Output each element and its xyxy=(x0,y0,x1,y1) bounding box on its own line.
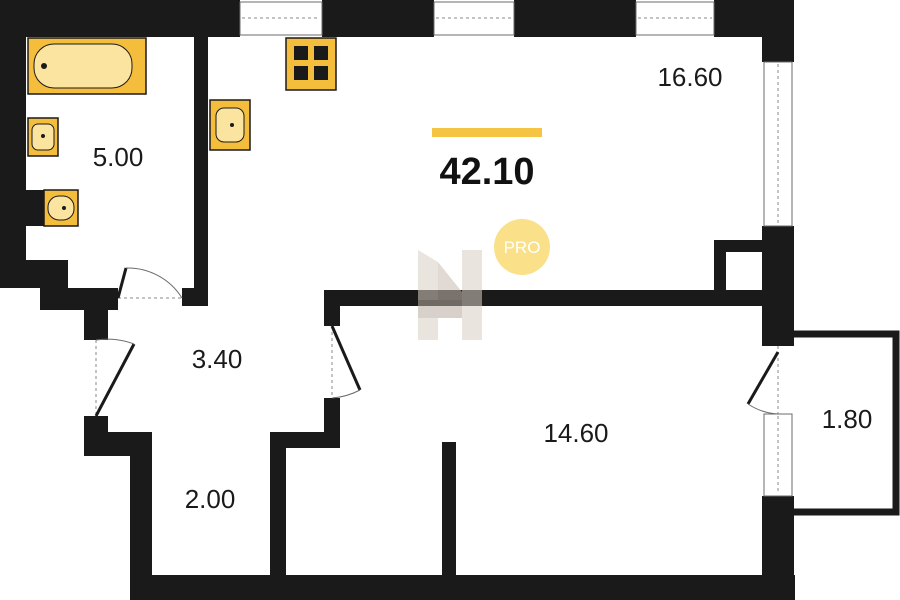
bathtub-icon xyxy=(27,37,147,95)
room-areas: 5.00 16.60 3.40 2.00 14.60 1.80 xyxy=(93,62,873,514)
room-area-bedroom: 14.60 xyxy=(543,418,608,448)
window-top-1 xyxy=(239,1,323,36)
toilet-icon xyxy=(26,189,79,227)
window-right-bedroom xyxy=(763,413,793,497)
total-area-accent-bar xyxy=(432,128,542,137)
window-top-2 xyxy=(433,1,515,36)
bathroom-door xyxy=(116,267,183,299)
pro-badge xyxy=(494,219,550,275)
fixtures xyxy=(26,37,337,227)
total-area: 42.10 xyxy=(432,128,542,193)
room-area-bathroom: 5.00 xyxy=(93,142,144,172)
h-logo-icon xyxy=(418,250,482,340)
kitchen-sink-icon xyxy=(209,99,251,151)
bathroom-sink-icon xyxy=(27,117,59,157)
balcony-outline xyxy=(794,330,900,516)
stove-icon xyxy=(285,37,337,91)
room-area-storage: 2.00 xyxy=(185,484,236,514)
room-area-kitchen-living: 16.60 xyxy=(657,62,722,92)
entrance-door xyxy=(94,338,136,417)
window-top-3 xyxy=(635,1,715,36)
total-area-value: 42.10 xyxy=(439,151,534,193)
bedroom-door xyxy=(330,325,362,399)
pro-badge-text: PRO xyxy=(504,238,541,257)
doors xyxy=(94,267,780,417)
window-right-kitchen xyxy=(763,61,793,227)
balcony-door xyxy=(746,346,780,415)
room-area-balcony: 1.80 xyxy=(822,404,873,434)
room-area-hallway: 3.40 xyxy=(192,344,243,374)
windows xyxy=(239,1,793,497)
watermark: PRO xyxy=(418,219,550,340)
